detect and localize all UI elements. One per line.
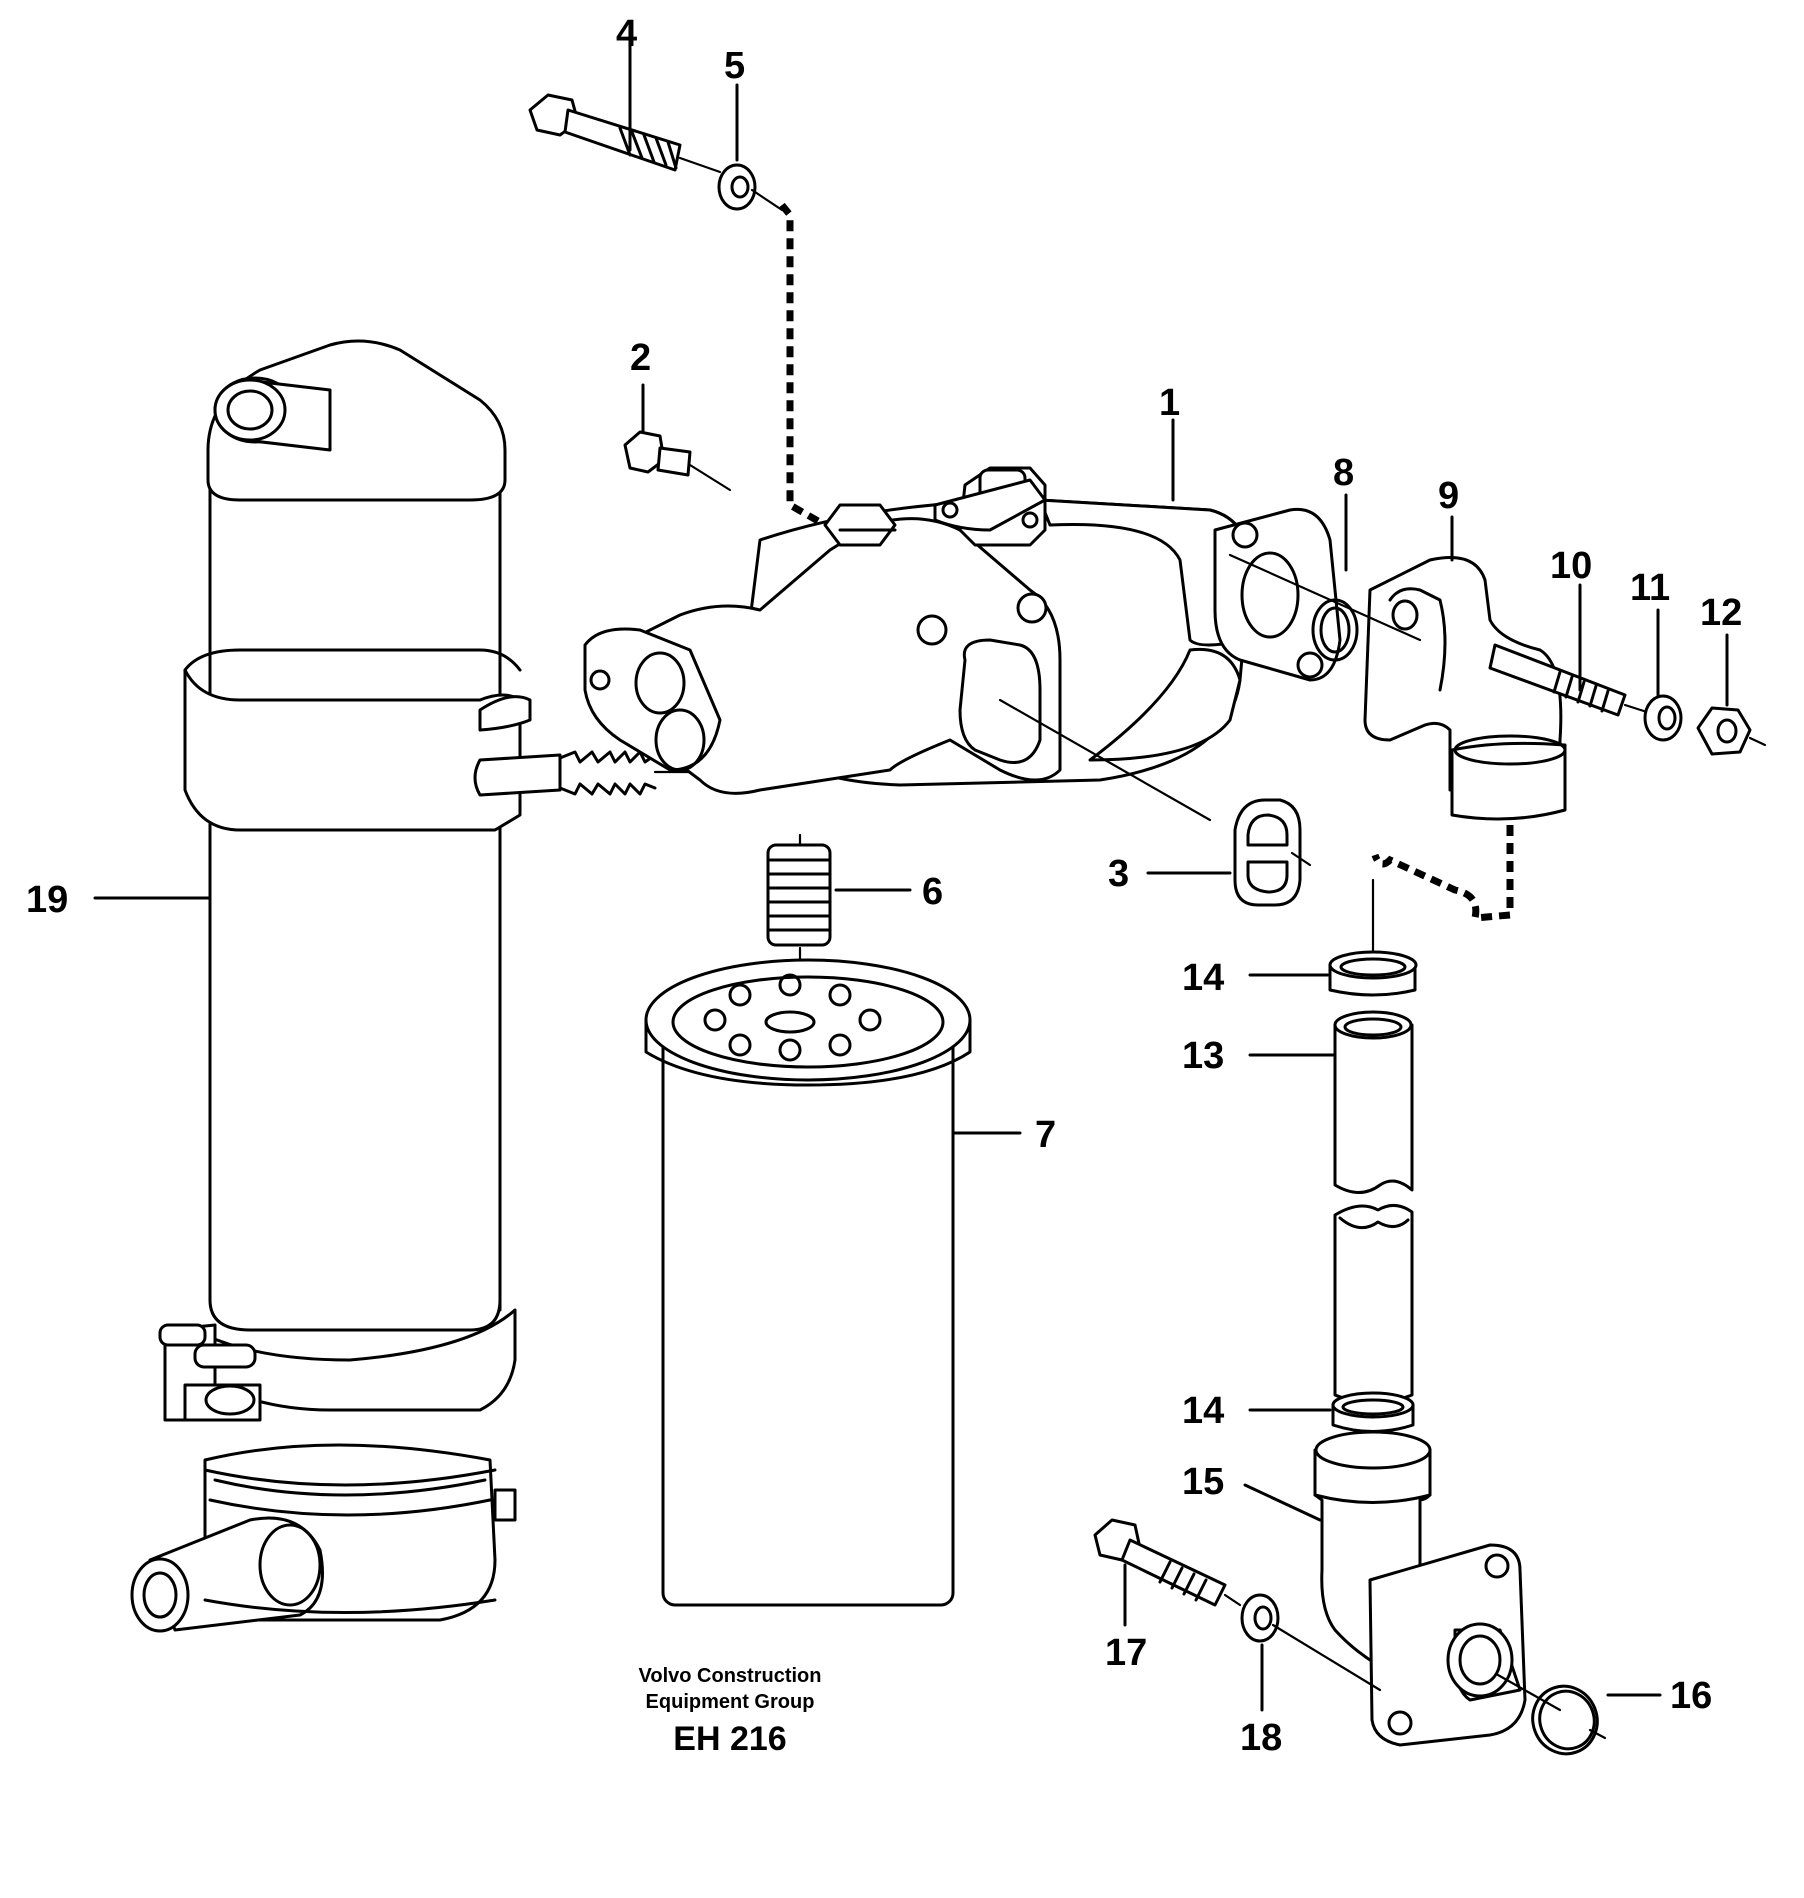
- label-9: 9: [1438, 475, 1459, 517]
- washer-part-11: [1643, 694, 1683, 742]
- label-14-bottom: 14: [1182, 1390, 1224, 1432]
- label-11: 11: [1630, 567, 1670, 609]
- washer-part-5: [717, 163, 784, 212]
- tube-part-13: [1333, 1010, 1414, 1404]
- caption-figure-code: EH 216: [673, 1720, 786, 1758]
- caption-company-line1: Volvo Construction: [639, 1665, 822, 1687]
- label-16: 16: [1670, 1675, 1712, 1717]
- label-2: 2: [630, 337, 651, 379]
- caption-company-line2: Equipment Group: [646, 1691, 815, 1713]
- o-ring-part-16: [1531, 1684, 1607, 1756]
- bolt-part-17: [1093, 1518, 1242, 1607]
- label-14-top: 14: [1182, 957, 1224, 999]
- label-1: 1: [1159, 382, 1180, 424]
- elbow-pipe-part-15: [1313, 1430, 1562, 1747]
- label-6: 6: [922, 871, 943, 913]
- seal-ring-part-14-bottom: [1331, 1391, 1415, 1433]
- label-10: 10: [1550, 545, 1592, 587]
- plug-part-2: [623, 430, 732, 492]
- label-12: 12: [1700, 592, 1742, 634]
- leader-lines: [93, 43, 1729, 1712]
- label-15: 15: [1182, 1461, 1224, 1503]
- label-17: 17: [1105, 1632, 1147, 1674]
- filter-part-7: [644, 958, 972, 1607]
- label-19: 19: [26, 879, 68, 921]
- label-13: 13: [1182, 1035, 1224, 1077]
- filter-head-part-1: [583, 466, 1252, 822]
- oil-cooler-part-19: [130, 339, 692, 1633]
- seal-ring-part-14-top: [1328, 950, 1418, 997]
- label-8: 8: [1333, 452, 1354, 494]
- label-3: 3: [1108, 853, 1129, 895]
- nut-part-12: [1696, 706, 1767, 756]
- elbow-fitting-part-9: [1363, 556, 1567, 821]
- label-18: 18: [1240, 1717, 1282, 1759]
- bolt-part-4: [528, 93, 722, 174]
- label-5: 5: [724, 45, 745, 87]
- label-7: 7: [1035, 1114, 1056, 1156]
- gasket-part-3: [1233, 798, 1312, 907]
- nipple-part-6: [766, 833, 832, 1002]
- washer-part-18: [1240, 1593, 1382, 1692]
- label-4: 4: [616, 13, 637, 55]
- caption-block: Volvo Construction Equipment Group EH 21…: [639, 1665, 822, 1758]
- o-ring-part-8: [1213, 507, 1359, 682]
